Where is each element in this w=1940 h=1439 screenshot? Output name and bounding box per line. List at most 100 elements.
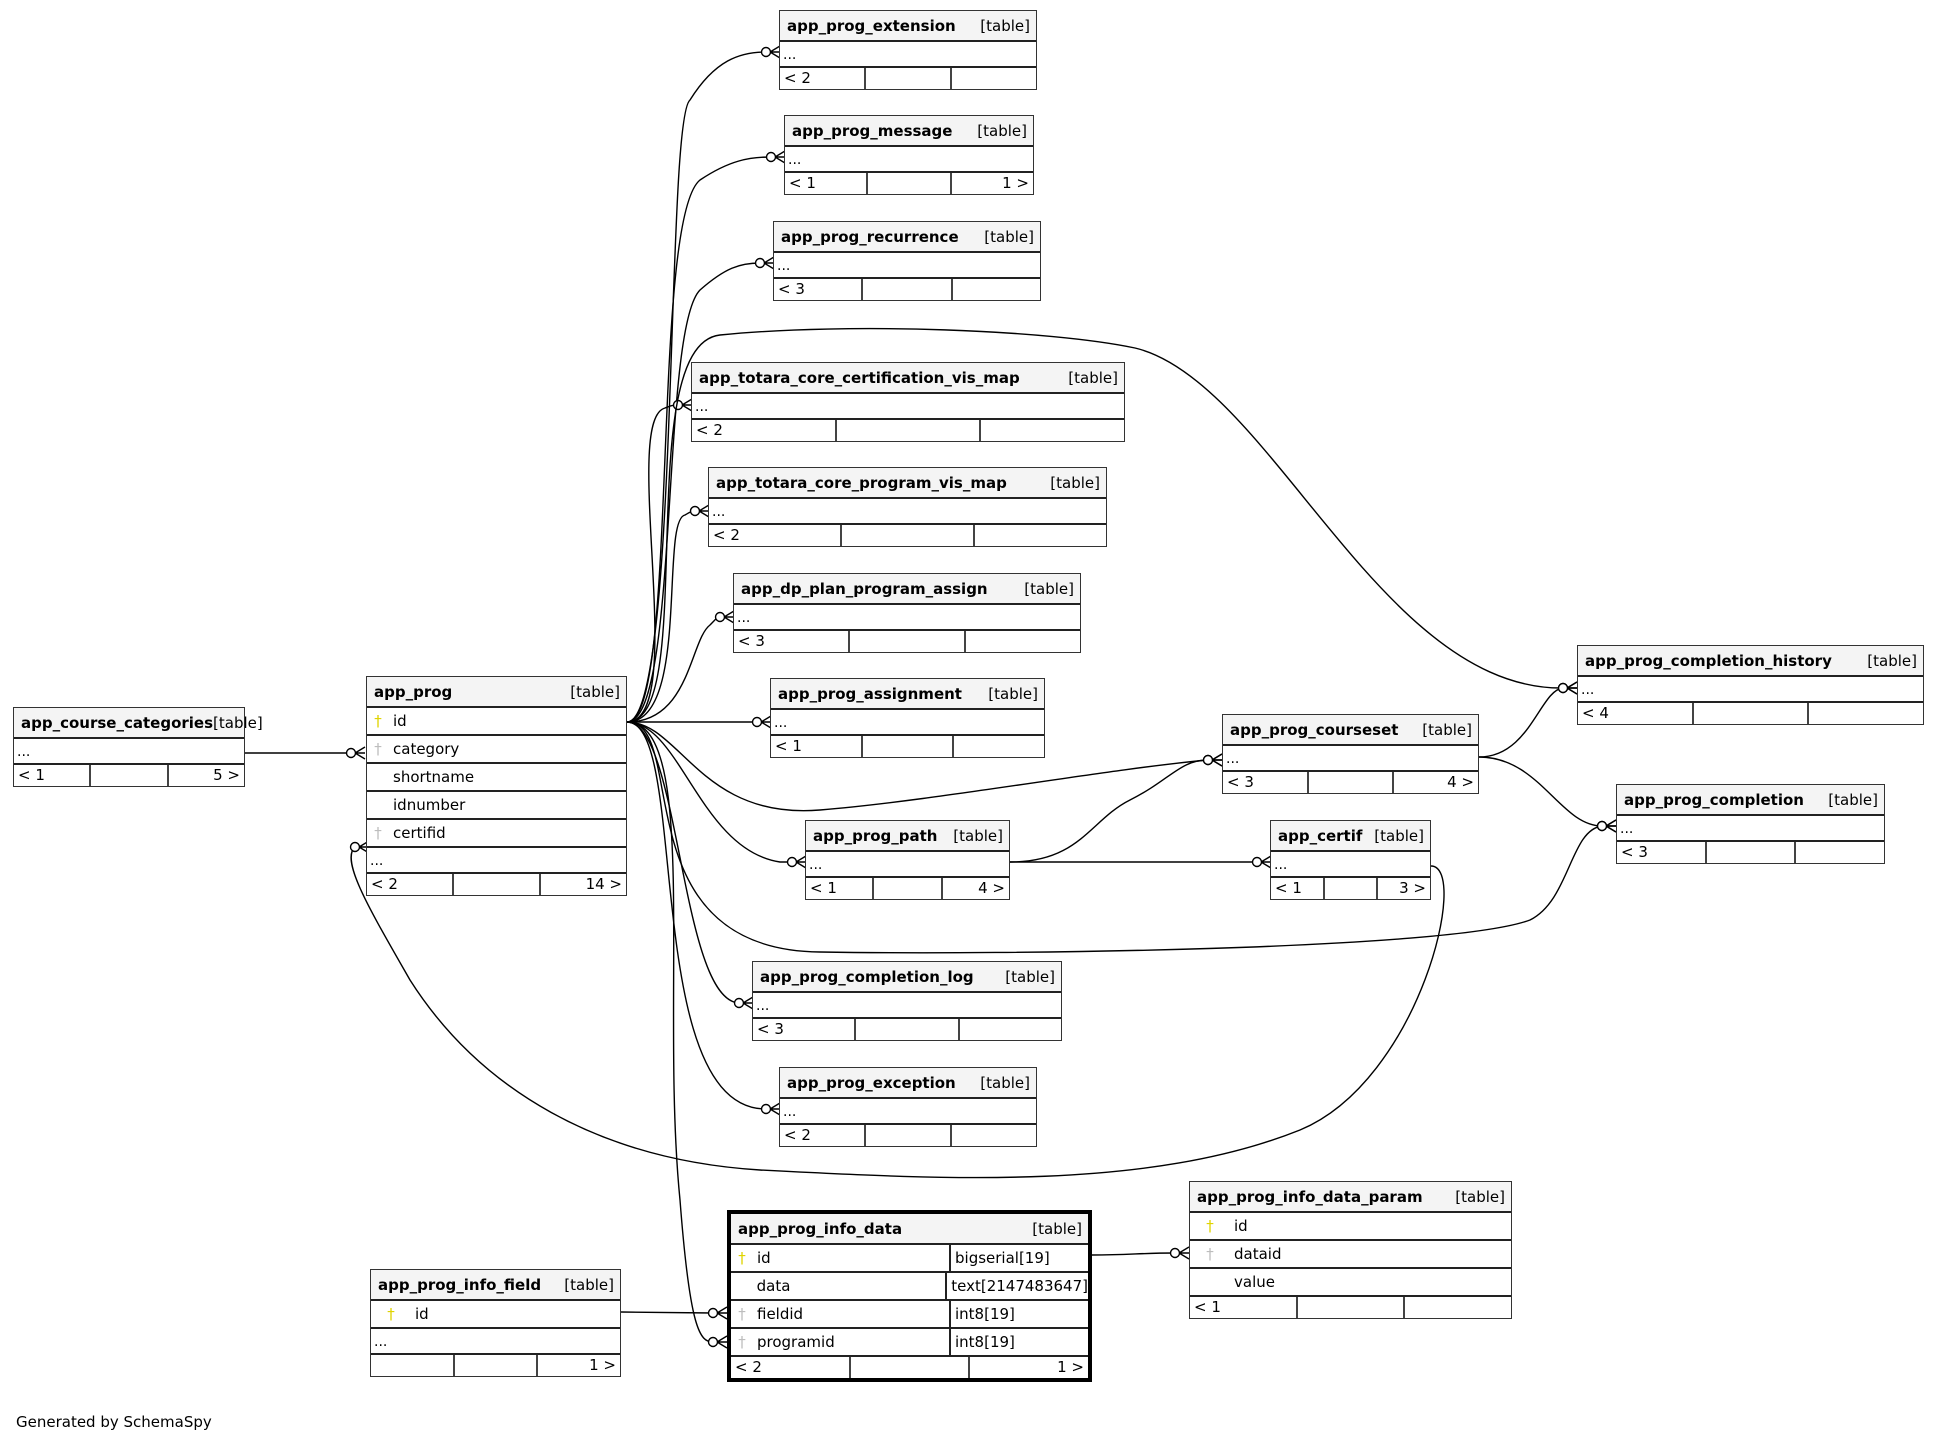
table-app-prog[interactable]: app_prog[table] †id †category shortname …: [366, 676, 627, 896]
column-row[interactable]: idnumber: [367, 792, 626, 820]
table-name: app_prog_completion: [1624, 790, 1804, 809]
table-app-prog-recurrence[interactable]: app_prog_recurrence[table]...< 3: [773, 221, 1041, 301]
children-count[interactable]: [1807, 703, 1923, 724]
table-app-dp-plan-program-assign[interactable]: app_dp_plan_program_assign[table]...< 3: [733, 573, 1081, 653]
children-count[interactable]: 1 >: [949, 173, 1033, 194]
children-count[interactable]: [964, 631, 1080, 652]
parents-count[interactable]: < 3: [738, 632, 765, 650]
table-header: app_prog_courseset[table]: [1223, 715, 1478, 746]
children-count[interactable]: 4 >: [940, 878, 1009, 899]
more-columns: ...: [774, 253, 1040, 279]
optional-circle-icon: [765, 151, 777, 163]
parents-count[interactable]: < 2: [713, 526, 740, 544]
column-row[interactable]: shortname: [367, 764, 626, 792]
table-app-totara-core-certification-vis-map[interactable]: app_totara_core_certification_vis_map[ta…: [691, 362, 1125, 442]
parents-count[interactable]: < 1: [810, 879, 837, 897]
children-count[interactable]: [950, 279, 1040, 300]
foreign-key-icon: †: [1206, 1245, 1214, 1263]
more-columns: ...: [692, 394, 1124, 420]
column-row[interactable]: †id: [1190, 1213, 1511, 1241]
parents-count[interactable]: < 2: [371, 875, 398, 893]
children-count[interactable]: 14 >: [539, 874, 626, 895]
edge-prog-dpplan: [626, 616, 721, 723]
parents-count[interactable]: < 2: [735, 1358, 762, 1376]
table-app-prog-info-field[interactable]: app_prog_info_field[table] †id ... 1 >: [370, 1269, 621, 1377]
table-type: [table]: [977, 121, 1027, 140]
children-count[interactable]: 1 >: [536, 1355, 620, 1376]
table-footer: < 1: [771, 736, 1044, 757]
children-count[interactable]: [952, 736, 1044, 757]
parents-count[interactable]: < 1: [1194, 1298, 1221, 1316]
column-row[interactable]: †id: [371, 1301, 620, 1329]
table-app-prog-completion-history[interactable]: app_prog_completion_history[table]...< 4: [1577, 645, 1924, 725]
column-row[interactable]: †category: [367, 736, 626, 764]
table-type: [table]: [570, 682, 620, 701]
optional-circle-icon: [1596, 820, 1608, 832]
parents-count[interactable]: < 1: [775, 737, 802, 755]
crows-foot-icon: [1177, 1246, 1190, 1260]
table-footer: < 2 14 >: [367, 874, 626, 895]
parents-count[interactable]: < 3: [778, 280, 805, 298]
table-app-totara-core-program-vis-map[interactable]: app_totara_core_program_vis_map[table]..…: [708, 467, 1107, 547]
table-footer: < 1 5 >: [14, 765, 244, 786]
parents-count[interactable]: < 1: [789, 174, 816, 192]
children-count[interactable]: 4 >: [1392, 772, 1478, 793]
parents-count[interactable]: < 3: [1621, 843, 1648, 861]
table-app-prog-info-data-param[interactable]: app_prog_info_data_param[table] †id †dat…: [1189, 1181, 1512, 1319]
parents-count[interactable]: < 2: [784, 69, 811, 87]
children-count[interactable]: [950, 1125, 1036, 1146]
table-footer: < 2: [692, 420, 1124, 441]
edge-infofield-infodata: [620, 1311, 714, 1314]
table-type: [table]: [1032, 1219, 1082, 1238]
parents-count[interactable]: < 1: [1275, 879, 1302, 897]
children-count[interactable]: [979, 420, 1124, 441]
parents-count[interactable]: < 3: [1227, 773, 1254, 791]
table-type: [table]: [980, 1073, 1030, 1092]
optional-circle-icon: [751, 716, 763, 728]
parents-count[interactable]: < 4: [1582, 704, 1609, 722]
table-header: app_totara_core_certification_vis_map[ta…: [692, 363, 1124, 394]
table-footer: < 1: [1190, 1297, 1511, 1318]
children-count[interactable]: 5 >: [166, 765, 244, 786]
children-count[interactable]: [1794, 842, 1884, 863]
parents-count[interactable]: < 2: [696, 421, 723, 439]
column-row[interactable]: †id: [367, 708, 626, 736]
parents-count[interactable]: < 2: [784, 1126, 811, 1144]
children-count[interactable]: 1 >: [968, 1357, 1088, 1378]
children-count[interactable]: [973, 525, 1106, 546]
table-app-prog-assignment[interactable]: app_prog_assignment[table]...< 1: [770, 678, 1045, 758]
children-count[interactable]: 3 >: [1376, 878, 1430, 899]
column-name: id: [1234, 1217, 1248, 1235]
crows-foot-icon: [1604, 819, 1617, 833]
table-app-prog-extension[interactable]: app_prog_extension[table]...< 2: [779, 10, 1037, 90]
table-app-prog-exception[interactable]: app_prog_exception[table]...< 2: [779, 1067, 1037, 1147]
table-type: [table]: [1867, 651, 1917, 670]
table-app-prog-completion[interactable]: app_prog_completion[table]...< 3: [1616, 784, 1885, 864]
crows-foot-icon: [1565, 681, 1578, 695]
table-type: [table]: [1050, 473, 1100, 492]
column-row[interactable]: value: [1190, 1269, 1511, 1297]
table-name: app_prog_message: [792, 121, 953, 140]
parents-count[interactable]: < 3: [757, 1020, 784, 1038]
column-name: value: [1234, 1273, 1275, 1291]
column-row[interactable]: †certifid: [367, 820, 626, 848]
parents-count[interactable]: < 1: [18, 766, 45, 784]
column-name: certifid: [393, 824, 446, 842]
column-row[interactable]: †dataid: [1190, 1241, 1511, 1269]
more-columns: ...: [780, 42, 1036, 68]
table-footer: < 3: [734, 631, 1080, 652]
table-app-prog-completion-log[interactable]: app_prog_completion_log[table]...< 3: [752, 961, 1062, 1041]
children-count[interactable]: [950, 68, 1036, 89]
children-count[interactable]: [957, 1019, 1061, 1040]
optional-circle-icon: [707, 1307, 719, 1319]
